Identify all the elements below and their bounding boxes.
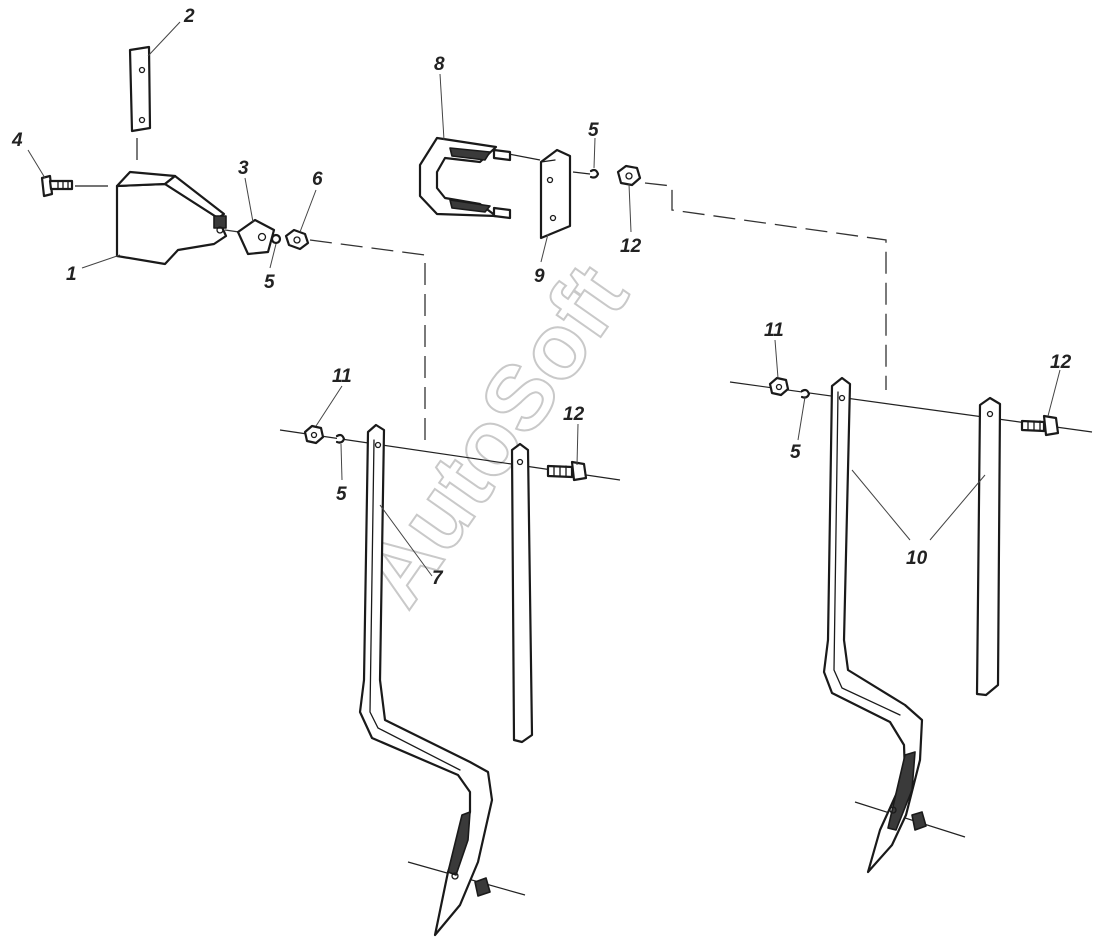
part-8-u-clamp (418, 136, 512, 220)
callout-4: 4 (11, 130, 23, 151)
tine-bolt-left (451, 872, 491, 897)
callout-5d: 5 (790, 442, 801, 463)
callout-12b: 12 (563, 404, 585, 425)
callout-5c: 5 (336, 484, 347, 505)
part-5-washer (270, 233, 282, 245)
callout-3: 3 (238, 158, 249, 179)
watermark: AutoSoft (341, 247, 647, 624)
callout-5b: 5 (588, 120, 599, 141)
part-12-bolt-left (546, 460, 588, 482)
callout-12c: 12 (1050, 352, 1072, 373)
part-11-nut-left (303, 424, 325, 445)
callout-leaders (27, 21, 1061, 577)
part-6-nut (284, 228, 310, 251)
part-11-nut-right (768, 376, 790, 397)
callout-1: 1 (66, 264, 77, 285)
callout-2: 2 (183, 6, 195, 27)
callout-11b: 11 (764, 320, 784, 341)
callout-numbers: 2 4 3 6 1 5 8 9 5 12 11 5 12 7 11 5 12 1… (11, 6, 1072, 589)
part-3-clamp (236, 218, 276, 256)
callout-8: 8 (434, 54, 445, 75)
part-1-bracket (115, 170, 228, 266)
part-12-bolt-right (1020, 414, 1060, 437)
part-5-washer-upper (589, 168, 600, 179)
callout-5a: 5 (264, 272, 275, 293)
tine-bolt-right (889, 806, 927, 831)
part-5-washer-right (800, 388, 811, 399)
strip-right (975, 396, 1002, 697)
strip-left (510, 442, 534, 744)
part-2-plate (128, 45, 152, 133)
callout-12a: 12 (620, 236, 642, 257)
part-10-tine (822, 376, 924, 874)
part-4-bolt (40, 174, 74, 198)
callout-11a: 11 (332, 366, 352, 387)
callout-6: 6 (312, 169, 323, 190)
part-5-washer-left (335, 433, 346, 444)
part-7-tine (358, 423, 494, 937)
callout-7: 7 (432, 568, 444, 589)
callout-9: 9 (534, 266, 545, 287)
part-12-nut-upper (616, 164, 642, 187)
part-9-spacer (539, 148, 572, 240)
callout-10: 10 (906, 548, 928, 569)
